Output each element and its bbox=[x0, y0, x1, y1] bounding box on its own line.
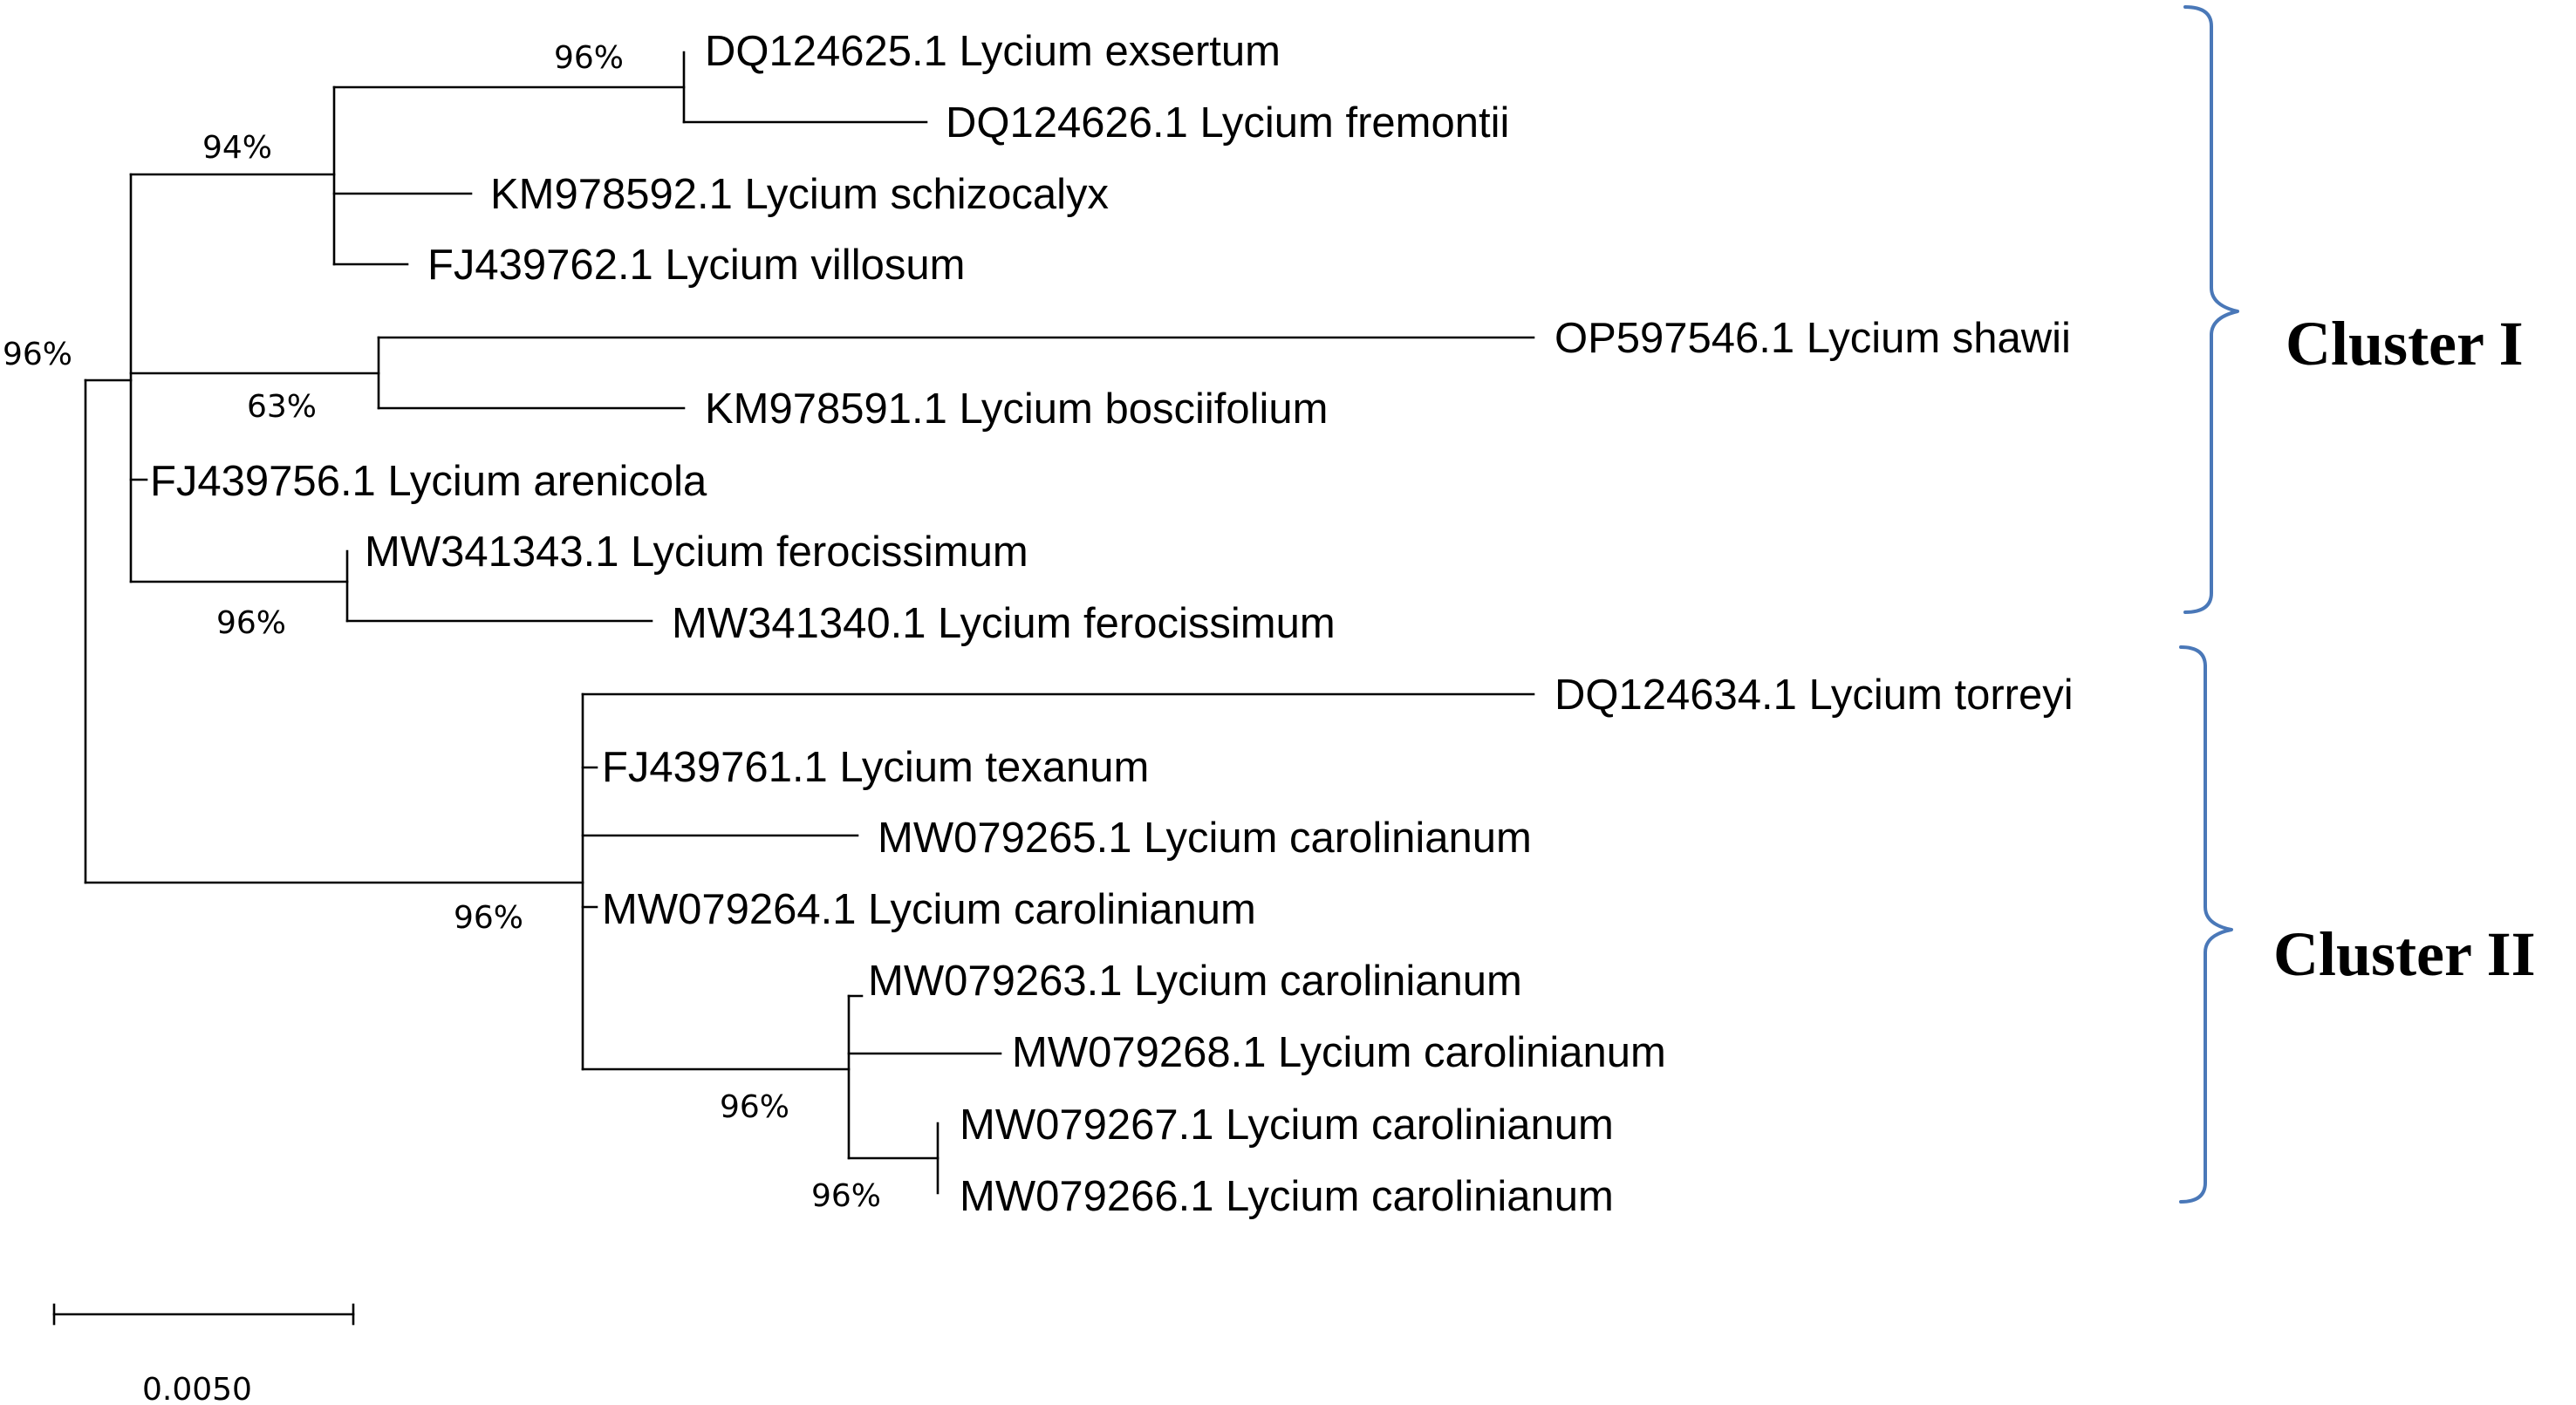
support-value: 96% bbox=[216, 605, 286, 641]
scale-bar-label: 0.0050 bbox=[142, 1372, 252, 1405]
leaf-label: FJ439762.1 Lycium villosum bbox=[427, 242, 965, 289]
cluster-1-label: Cluster I bbox=[2286, 309, 2524, 379]
cluster-2-bracket bbox=[2179, 645, 2233, 1204]
cluster-brackets: Cluster I Cluster II bbox=[2179, 5, 2536, 1204]
leaf-label: FJ439756.1 Lycium arenicola bbox=[150, 458, 707, 505]
cluster-1-bracket bbox=[2183, 5, 2239, 614]
tree-branches bbox=[84, 51, 1535, 1195]
support-value: 96% bbox=[720, 1089, 789, 1125]
leaf-label: OP597546.1 Lycium shawii bbox=[1554, 315, 2071, 362]
leaf-label: MW079264.1 Lycium carolinianum bbox=[602, 886, 1256, 933]
leaf-label: DQ124625.1 Lycium exsertum bbox=[705, 28, 1281, 75]
leaf-label: MW079265.1 Lycium carolinianum bbox=[878, 815, 1532, 862]
leaf-label: MW079268.1 Lycium carolinianum bbox=[1012, 1029, 1666, 1076]
support-value: 96% bbox=[554, 40, 624, 76]
leaf-label: MW341343.1 Lycium ferocissimum bbox=[365, 529, 1028, 576]
scale-bar: 0.0050 bbox=[52, 1303, 355, 1405]
leaf-label: MW341340.1 Lycium ferocissimum bbox=[672, 600, 1336, 647]
leaf-label: MW079263.1 Lycium carolinianum bbox=[868, 958, 1522, 1005]
leaf-label: KM978591.1 Lycium bosciifolium bbox=[705, 385, 1328, 433]
support-value: 96% bbox=[454, 900, 523, 936]
support-value: 96% bbox=[811, 1178, 881, 1214]
cluster-2-label: Cluster II bbox=[2273, 919, 2536, 989]
leaf-label: DQ124634.1 Lycium torreyi bbox=[1554, 672, 2074, 719]
leaf-label: DQ124626.1 Lycium fremontii bbox=[946, 99, 1509, 147]
leaf-label: MW079267.1 Lycium carolinianum bbox=[960, 1101, 1614, 1149]
leaf-label: FJ439761.1 Lycium texanum bbox=[602, 744, 1149, 791]
leaf-label: KM978592.1 Lycium schizocalyx bbox=[490, 171, 1109, 218]
support-values: 96% 94% 96% 63% 96% 96% 96% 96% bbox=[3, 40, 881, 1214]
support-value: 94% bbox=[202, 130, 272, 166]
support-value: 63% bbox=[247, 389, 317, 425]
leaf-label: MW079266.1 Lycium carolinianum bbox=[960, 1173, 1614, 1220]
support-value: 96% bbox=[3, 337, 72, 372]
leaf-labels: DQ124625.1 Lycium exsertum DQ124626.1 Ly… bbox=[150, 28, 2074, 1220]
